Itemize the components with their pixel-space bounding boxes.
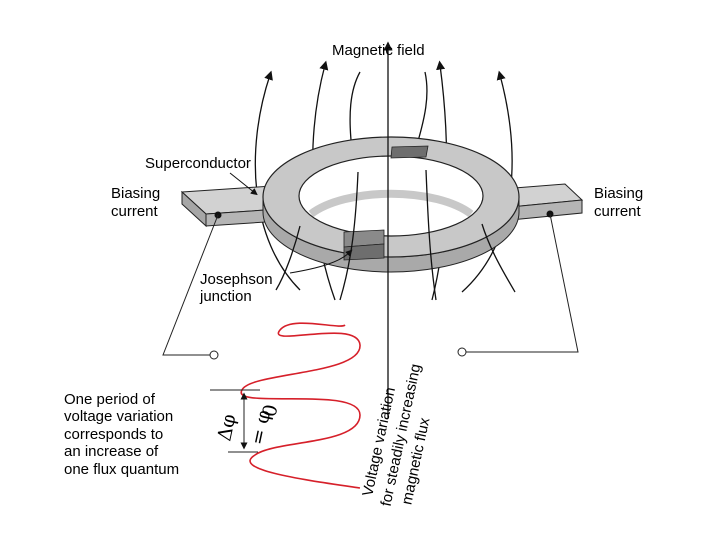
superconductor-pointer: [229, 172, 258, 196]
delta-phi-label: Δφ: [213, 412, 240, 443]
terminal-circle-icon: [457, 347, 467, 357]
phi0-label: = φ 0: [246, 403, 282, 448]
period-caption: One period of voltage variation correspo…: [64, 391, 179, 478]
field-lines-front: [275, 169, 516, 301]
bias-leads: [162, 213, 579, 360]
terminal-circle-icon: [209, 350, 219, 360]
period-marker: [210, 389, 260, 453]
junction-top: [390, 145, 429, 159]
superconductor-label: Superconductor: [145, 155, 251, 172]
svg-text:Δφ: Δφ: [213, 412, 240, 443]
period-line-3: corresponds to: [64, 426, 163, 443]
biasing-right-label-1: Biasing: [594, 185, 643, 202]
josephson-label-2: junction: [199, 288, 252, 305]
field-line-6: [415, 71, 428, 149]
voltage-wave: [240, 322, 361, 489]
svg-text:0: 0: [258, 403, 282, 419]
period-line-5: one flux quantum: [64, 461, 179, 478]
josephson-label-1: Josephson: [200, 271, 273, 288]
biasing-left-label-1: Biasing: [111, 185, 160, 202]
voltage-caption: Voltage variation for steadily increasin…: [359, 362, 433, 507]
period-line-2: voltage variation: [64, 408, 173, 425]
josephson-pointer: [289, 249, 353, 274]
period-line-1: One period of: [64, 391, 156, 408]
biasing-left-label-2: current: [111, 203, 159, 220]
superconductor-ring: [262, 136, 520, 273]
period-line-4: an increase of: [64, 443, 159, 460]
biasing-right-label-2: current: [594, 203, 642, 220]
magnetic-field-label: Magnetic field: [332, 42, 425, 59]
